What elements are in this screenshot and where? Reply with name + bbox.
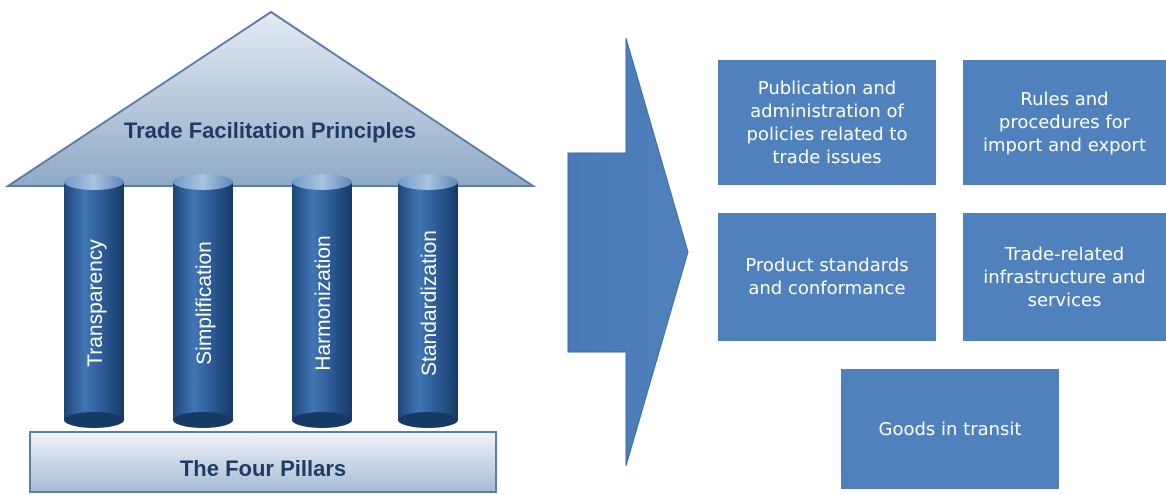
roof-label: Trade Facilitation Principles xyxy=(124,118,416,143)
box-publication-administration: Publication and administration of polici… xyxy=(718,60,936,185)
pillar-simplification: Simplification xyxy=(173,174,233,428)
base-label: The Four Pillars xyxy=(180,456,346,481)
box-goods-in-transit: Goods in transit xyxy=(841,369,1059,489)
pillar-transparency: Transparency xyxy=(64,174,124,428)
box-rules-procedures: Rules and procedures for import and expo… xyxy=(963,60,1166,185)
arrow-right xyxy=(567,37,689,467)
pillar-label: Harmonization xyxy=(312,235,335,370)
temple-base xyxy=(29,431,497,493)
pillar-label: Transparency xyxy=(84,239,107,367)
box-trade-infrastructure: Trade-related infrastructure and service… xyxy=(963,213,1166,341)
pillar-label: Standardization xyxy=(418,230,441,376)
box-product-standards: Product standards and conformance xyxy=(718,213,936,341)
pillar-standardization: Standardization xyxy=(398,174,458,428)
pillar-harmonization: Harmonization xyxy=(292,174,352,428)
roof-triangle xyxy=(4,10,537,187)
pillar-label: Simplification xyxy=(193,241,216,365)
